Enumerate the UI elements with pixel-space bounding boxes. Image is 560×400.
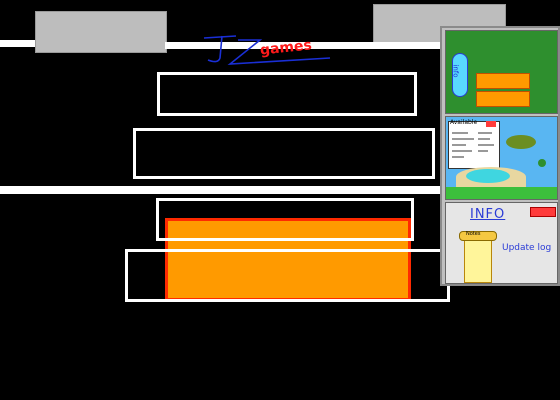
top-left-gray-block [35,11,167,53]
thumbnail-3[interactable]: INFO Notes Update log [445,202,558,284]
top-right-gray-block [373,4,506,46]
top-white-line [0,40,35,47]
scroll-label: Notes [466,231,481,237]
scroll-icon [464,233,492,283]
info-title: INFO [470,207,506,222]
thumb2-water [466,169,510,183]
logo: JZ games [200,32,340,68]
thumb2-heading: Available [450,119,478,126]
outlined-box-1[interactable] [157,72,417,116]
thumb2-list-scribble [452,132,494,158]
info-pill-label: info [451,64,460,78]
middle-white-line [0,186,441,194]
outlined-box-4[interactable] [125,249,450,302]
thumb1-orange-button-1[interactable] [476,73,530,89]
outlined-box-3[interactable] [156,198,414,241]
info-pill[interactable] [452,53,468,97]
thumb1-orange-button-2[interactable] [476,91,530,107]
outlined-box-2[interactable] [133,128,435,179]
close-icon[interactable] [530,207,556,217]
top-white-line-right [165,42,441,49]
side-panel: info Available INFO Notes Update log [440,26,560,286]
thumb2-ground [446,187,557,199]
thumb2-island [506,135,536,149]
thumb2-tree [538,159,546,167]
thumb2-red-mark [486,121,496,127]
update-log-label[interactable]: Update log [502,243,552,253]
thumbnail-2[interactable]: Available [445,116,558,200]
logo-scribble [203,35,331,65]
thumbnail-1[interactable]: info [445,30,558,114]
scroll-top [459,231,497,241]
orange-block[interactable] [165,218,411,301]
